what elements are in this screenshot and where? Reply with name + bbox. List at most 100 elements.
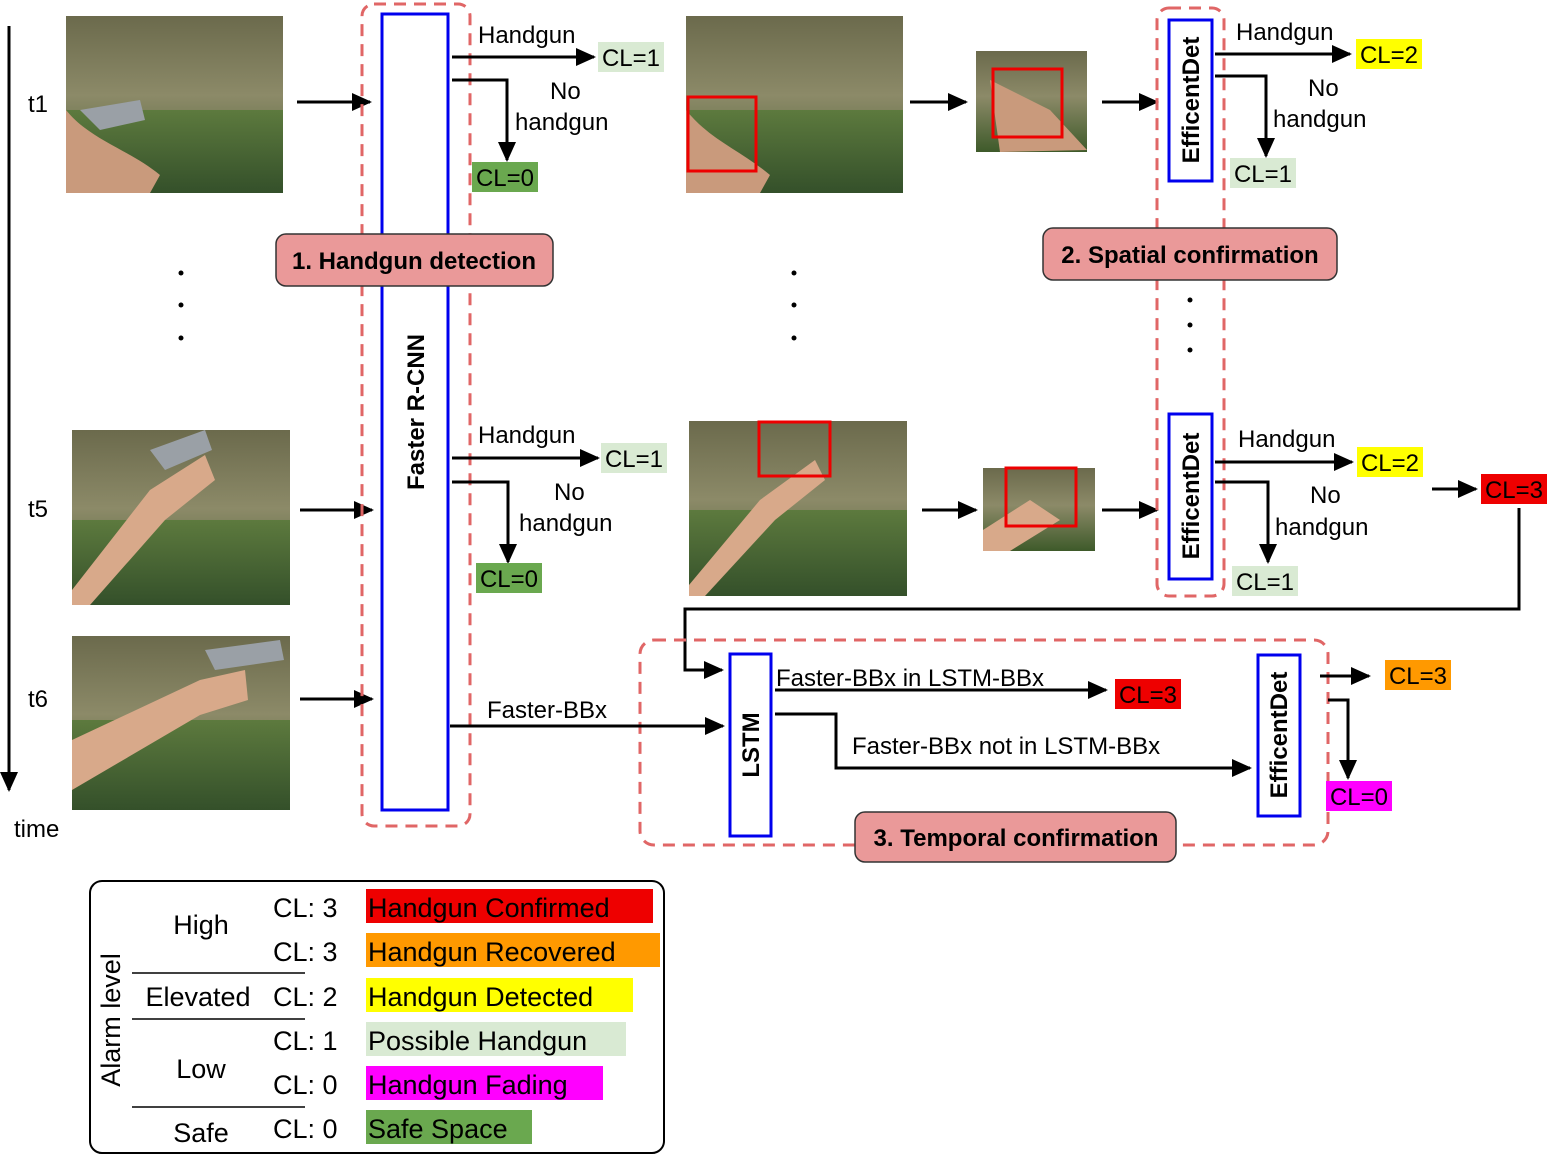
detection-output-t5: Handgun No handgun CL=1 CL=0 [452, 422, 667, 593]
legend-row-confirmed: CL: 3 Handgun Confirmed [273, 889, 653, 923]
label-in-lstm: Faster-BBx in LSTM-BBx [776, 665, 1044, 692]
lstm-outputs: Faster-BBx in LSTM-BBx CL=3 Faster-BBx n… [775, 665, 1252, 777]
label-no: No [1308, 75, 1339, 102]
time-axis: t1 t5 t6 time [0, 26, 59, 843]
legend-row-detected: CL: 2 Handgun Detected [273, 978, 633, 1012]
spatial-dashed-border [1155, 6, 1226, 598]
legend-label: Handgun Confirmed [368, 893, 610, 923]
detection-title-box [275, 233, 554, 287]
label-handgun: Handgun [1236, 19, 1333, 46]
frame-t6-image [72, 636, 290, 810]
faster-rcnn-block [380, 12, 450, 812]
legend-cl: CL: 3 [273, 937, 338, 967]
cl-badge-possible [1230, 158, 1296, 188]
cl-badge-text: CL=1 [605, 446, 663, 473]
detected-frame-t5-image [689, 420, 907, 596]
feedback-arrow [683, 508, 1521, 679]
legend-row-possible: CL: 1 Possible Handgun [273, 1022, 626, 1056]
cl-badge-possible [601, 443, 667, 473]
cl-badge-text: CL=1 [602, 45, 660, 72]
legend-label: Possible Handgun [368, 1026, 587, 1056]
cl-badge-text: CL=2 [1360, 42, 1418, 69]
legend: Alarm level High Elevated Low Safe CL: 3… [89, 880, 665, 1154]
stage-spatial: EfficentDet EfficentDet 2. Spatial confi… [1042, 6, 1338, 598]
label-handgun: Handgun [478, 22, 575, 49]
label-handgun: Handgun [478, 422, 575, 449]
cl-badge-text: CL=0 [476, 165, 534, 192]
cl-badge-text: CL=1 [1236, 569, 1294, 596]
cl-badge-text: CL=0 [480, 566, 538, 593]
efficientdet-block-t1 [1167, 18, 1214, 183]
time-step-t6: t6 [28, 686, 48, 713]
label-faster-bbx: Faster-BBx [487, 697, 607, 724]
detection-dashed-border [360, 2, 472, 828]
label-no: No [554, 479, 585, 506]
crop-t1-image [976, 51, 1087, 152]
time-axis-label: time [14, 816, 59, 843]
stage-detection: Faster R-CNN 1. Handgun detection [275, 2, 554, 828]
spatial-title-box [1042, 227, 1338, 281]
detection-title: 1. Handgun detection [292, 248, 536, 275]
efficientdet-block-temporal [1256, 653, 1302, 818]
time-step-t5: t5 [28, 496, 48, 523]
legend-level-high: High [173, 910, 229, 940]
label-not-in-lstm: Faster-BBx not in LSTM-BBx [852, 733, 1160, 760]
legend-cl: CL: 1 [273, 1026, 338, 1056]
efficientdet-label: EfficentDet [1178, 433, 1205, 560]
bbox-crop-t1 [991, 67, 1064, 139]
lstm-label: LSTM [738, 712, 765, 777]
legend-row-fading: CL: 0 Handgun Fading [273, 1066, 603, 1100]
label-handgun: Handgun [1238, 426, 1335, 453]
legend-level-elevated: Elevated [145, 982, 250, 1012]
cl-badge-text: CL=3 [1389, 663, 1447, 690]
temporal-efficientdet-outputs: CL=3 CL=0 [1320, 660, 1451, 811]
efficientdet-block-t5 [1167, 412, 1214, 581]
input-arrows [297, 93, 1159, 708]
frame-t5-image [72, 430, 290, 605]
spatial-output-t1: Handgun No handgun CL=2 CL=1 [1215, 19, 1422, 188]
label-handgun-lower: handgun [519, 510, 612, 537]
efficientdet-label: EfficentDet [1266, 672, 1293, 799]
legend-label: Handgun Recovered [368, 937, 616, 967]
cl-badge-possible [598, 42, 664, 72]
legend-cl: CL: 3 [273, 893, 338, 923]
cl-badge-text: CL=3 [1119, 682, 1177, 709]
temporal-title-box [854, 811, 1177, 863]
cl-badge-possible [1232, 566, 1298, 596]
label-no: No [550, 78, 581, 105]
label-handgun-lower: handgun [515, 109, 608, 136]
bbox-frame-t1 [686, 95, 758, 173]
cl-badge-text: CL=3 [1485, 477, 1543, 504]
cl-badge-fading [1326, 781, 1392, 811]
detection-output-t1: Handgun No handgun CL=1 CL=0 [452, 22, 664, 192]
ellipsis-dots [178, 270, 1193, 353]
label-handgun-lower: handgun [1273, 106, 1366, 133]
cl-badge-detected [1357, 447, 1423, 477]
detected-frame-t1-image [686, 16, 903, 193]
stage-temporal: LSTM EfficentDet 3. Temporal confirmatio… [638, 638, 1330, 863]
legend-level-safe: Safe [173, 1118, 229, 1148]
legend-cl: CL: 0 [273, 1114, 338, 1144]
legend-cl: CL: 2 [273, 982, 338, 1012]
crop-t5-image [983, 466, 1095, 551]
cl-badge-recovered [1385, 660, 1451, 690]
bbox-frame-t5 [757, 420, 832, 478]
legend-label: Safe Space [368, 1114, 508, 1144]
frame-t1-image [66, 16, 283, 193]
cl-badge-text: CL=1 [1234, 161, 1292, 188]
cl-badge-safe [472, 162, 538, 192]
label-no: No [1310, 482, 1341, 509]
cl-badge-detected [1356, 39, 1422, 69]
legend-level-low: Low [176, 1054, 226, 1084]
bbox-crop-t5 [1004, 466, 1078, 528]
legend-row-safe: CL: 0 Safe Space [273, 1110, 532, 1144]
faster-rcnn-label: Faster R-CNN [403, 334, 430, 490]
cl-badge-safe [476, 563, 542, 593]
label-handgun-lower: handgun [1275, 514, 1368, 541]
spatial-title: 2. Spatial confirmation [1061, 242, 1318, 269]
temporal-title: 3. Temporal confirmation [874, 825, 1159, 852]
legend-axis-title: Alarm level [96, 953, 126, 1087]
cl-badge-confirmed [1481, 474, 1547, 504]
cl-badge-text: CL=2 [1361, 450, 1419, 477]
legend-label: Handgun Fading [368, 1070, 568, 1100]
